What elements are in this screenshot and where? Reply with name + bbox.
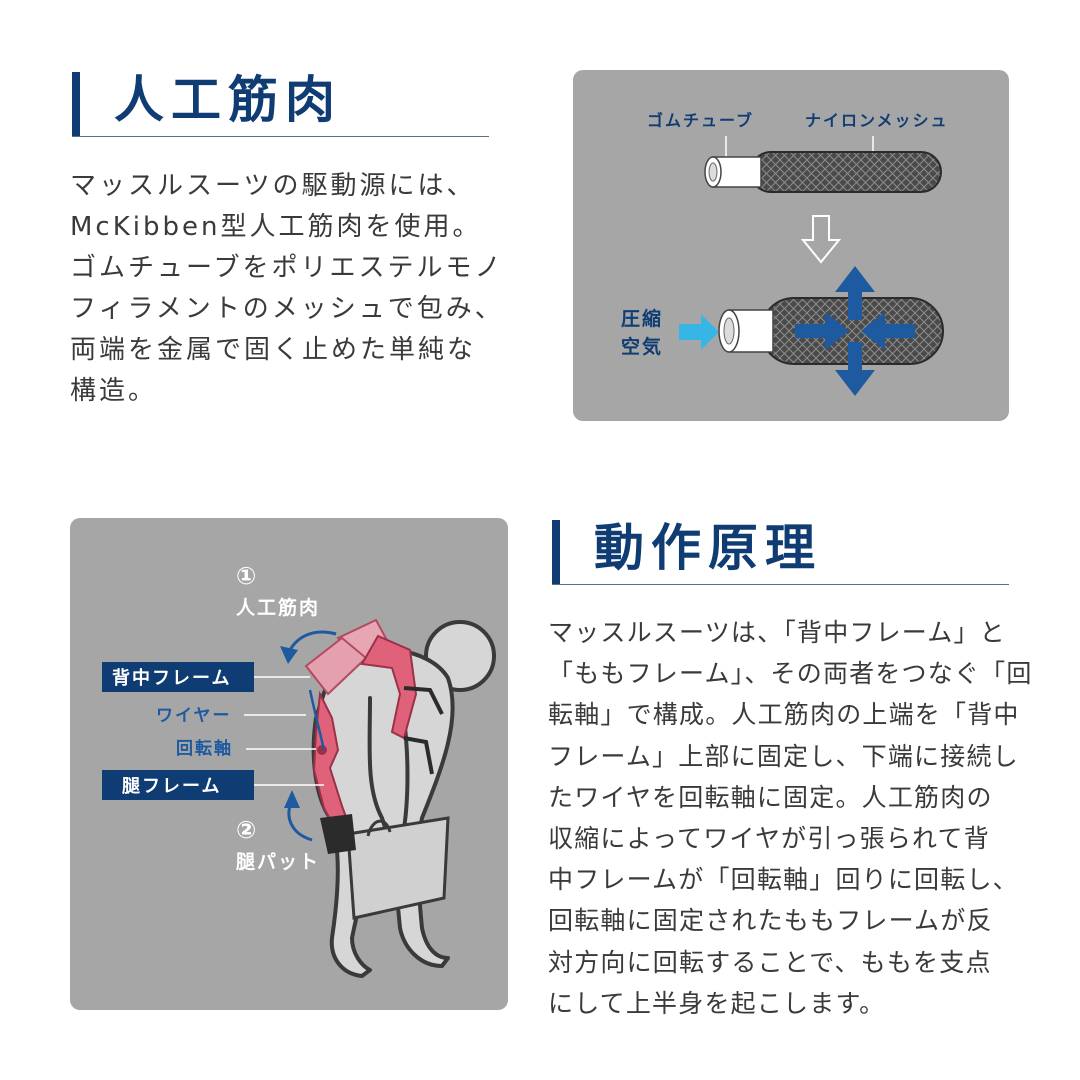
label-air: 空気 xyxy=(621,335,663,358)
tube-relaxed xyxy=(704,151,942,193)
text-line: 回転軸に固定されたももフレームが反 xyxy=(548,906,993,936)
heading-accent-bar xyxy=(72,72,80,136)
number-1: ① xyxy=(236,562,256,590)
text-line: McKibben型人工筋肉を使用。 xyxy=(70,212,482,242)
heading-title: 人工筋肉 xyxy=(114,71,342,129)
rotate-arrow-upper-head xyxy=(280,646,298,664)
suit-mechanism-diagram: ① 人工筋肉 背中フレーム ワイヤー 回転軸 腿フレーム ② 腿パット xyxy=(70,518,508,1010)
suit-frame xyxy=(304,618,444,854)
label-rubber-tube: ゴムチューブ xyxy=(647,111,754,130)
heading-title: 動作原理 xyxy=(594,519,822,577)
section-heading-artificial-muscle: 人工筋肉 xyxy=(72,70,489,137)
text-line: マッスルスーツは、「背中フレーム」と xyxy=(548,618,1006,647)
tube-inflated xyxy=(718,297,944,365)
text-line: フィラメントのメッシュで包み、 xyxy=(70,294,504,324)
rotate-arrow-lower-head xyxy=(284,790,300,808)
label-thigh-pad: 腿パット xyxy=(235,851,320,873)
heading-accent-bar xyxy=(552,520,560,584)
expansion-arrows-icon xyxy=(795,266,915,396)
text-line: たワイヤを回転軸に固定。人工筋肉の xyxy=(548,782,993,812)
text-line: フレーム」上部に固定し、下端に接続し xyxy=(548,741,1019,771)
artificial-muscle-description: マッスルスーツの駆動源には、 McKibben型人工筋肉を使用。 ゴムチューブを… xyxy=(70,166,510,412)
carried-box xyxy=(346,816,450,920)
suit-mechanism-svg: ① 人工筋肉 背中フレーム ワイヤー 回転軸 腿フレーム ② 腿パット xyxy=(102,562,496,978)
label-compressed: 圧縮 xyxy=(621,307,663,330)
text-line: 両端を金属で固く止めた単純な xyxy=(70,335,477,365)
number-2: ② xyxy=(236,816,256,844)
section-heading-operating-principle: 動作原理 xyxy=(552,518,1009,585)
air-inflow-arrow-icon xyxy=(679,314,719,350)
text-line: 収縮によってワイヤが引っ張られて背 xyxy=(548,824,990,854)
text-line: 転軸」で構成。人工筋肉の上端を「背中 xyxy=(548,700,1020,730)
text-line: マッスルスーツの駆動源には、 xyxy=(70,171,476,201)
label-nylon-mesh: ナイロンメッシュ xyxy=(805,111,949,130)
muscle-structure-svg: ゴムチューブ ナイロンメッシュ 圧縮 空気 xyxy=(621,111,949,396)
label-thigh-frame: 腿フレーム xyxy=(122,776,221,797)
label-rotation-axis: 回転軸 xyxy=(176,738,233,759)
label-thigh-frame-box xyxy=(102,770,254,800)
text-line: にして上半身を起こします。 xyxy=(548,988,886,1018)
text-line: 「ももフレーム」、その両者をつなぐ「回 xyxy=(548,659,1033,689)
label-artificial-muscle: 人工筋肉 xyxy=(236,596,320,619)
label-wire: ワイヤー xyxy=(156,706,232,726)
text-line: 対方向に回転することで、ももを支点 xyxy=(548,947,992,977)
operating-principle-description: マッスルスーツは、「背中フレーム」と 「ももフレーム」、その両者をつなぐ「回 転… xyxy=(548,612,1033,1024)
label-back-frame: 背中フレーム xyxy=(112,667,231,689)
text-line: ゴムチューブをポリエステルモノ xyxy=(70,253,504,283)
text-line: 中フレームが「回転軸」回りに回転し、 xyxy=(548,865,1019,895)
down-arrow-icon xyxy=(800,215,842,264)
text-line: 構造。 xyxy=(70,376,158,406)
muscle-structure-diagram: ゴムチューブ ナイロンメッシュ 圧縮 空気 xyxy=(573,70,1009,421)
label-back-frame-box xyxy=(102,662,254,692)
